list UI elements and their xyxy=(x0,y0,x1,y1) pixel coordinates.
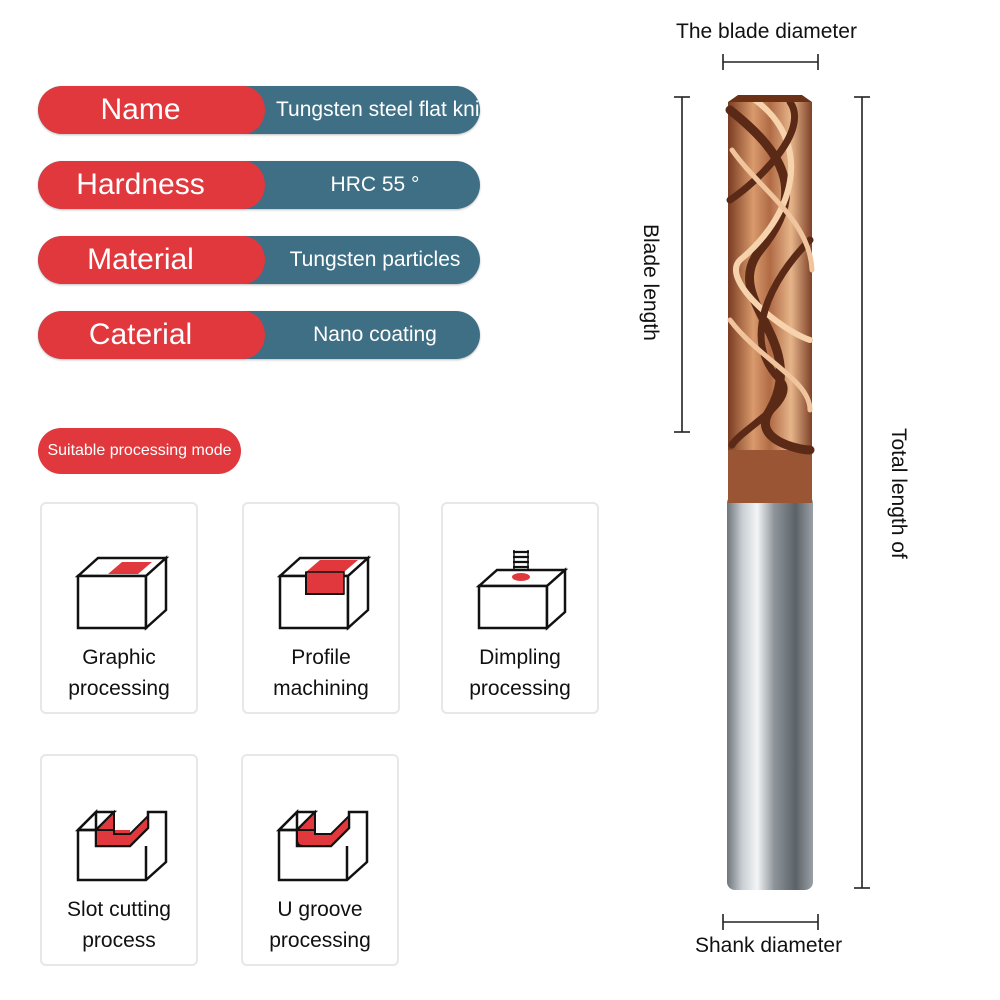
spec-label: Hardness xyxy=(38,161,265,209)
spec-label: Caterial xyxy=(38,311,265,359)
blade-diameter-label: The blade diameter xyxy=(676,20,857,43)
mode-card-graphic: Graphic processing xyxy=(40,502,198,714)
dimpling-processing-icon xyxy=(475,550,569,631)
mode-card-u-groove: U groove processing xyxy=(241,754,399,966)
mode-caption: Dimpling processing xyxy=(469,646,571,700)
flutes xyxy=(725,97,815,455)
spec-row-caterial: Caterial Nano coating xyxy=(38,311,480,359)
spec-value: HRC 55 ° xyxy=(330,173,420,196)
mode-caption: Graphic processing xyxy=(68,646,170,700)
spec-value: Nano coating xyxy=(313,323,437,346)
mode-card-slot-cutting: Slot cutting process xyxy=(40,754,198,966)
spec-row-material: Material Tungsten particles xyxy=(38,236,480,284)
spec-label: Name xyxy=(38,86,265,134)
total-length-label: Total length of xyxy=(887,428,910,559)
mode-caption: Profile machining xyxy=(273,646,369,700)
blade-length-label: Blade length xyxy=(639,224,662,341)
spec-row-hardness: Hardness HRC 55 ° xyxy=(38,161,480,209)
shank xyxy=(727,495,813,890)
u-groove-icon xyxy=(275,808,369,882)
graphic-processing-icon xyxy=(74,555,170,631)
profile-machining-icon xyxy=(276,555,372,631)
mode-caption: Slot cutting process xyxy=(67,898,171,952)
mode-caption: U groove processing xyxy=(269,898,371,952)
end-mill-illustration xyxy=(674,54,870,930)
mode-card-dimpling: Dimpling processing xyxy=(441,502,599,714)
slot-cutting-icon xyxy=(74,808,168,882)
neck xyxy=(728,445,812,503)
spec-row-name: Name Tungsten steel flat knife xyxy=(38,86,480,134)
spec-value: Tungsten particles xyxy=(289,248,461,271)
spec-value: Tungsten steel flat knife xyxy=(276,98,480,121)
dimension-lines xyxy=(674,54,870,930)
shank-diameter-label: Shank diameter xyxy=(695,934,843,957)
spec-label: Material xyxy=(38,236,265,284)
mode-card-profile: Profile machining xyxy=(242,502,400,714)
processing-mode-title: Suitable processing mode xyxy=(38,428,241,474)
